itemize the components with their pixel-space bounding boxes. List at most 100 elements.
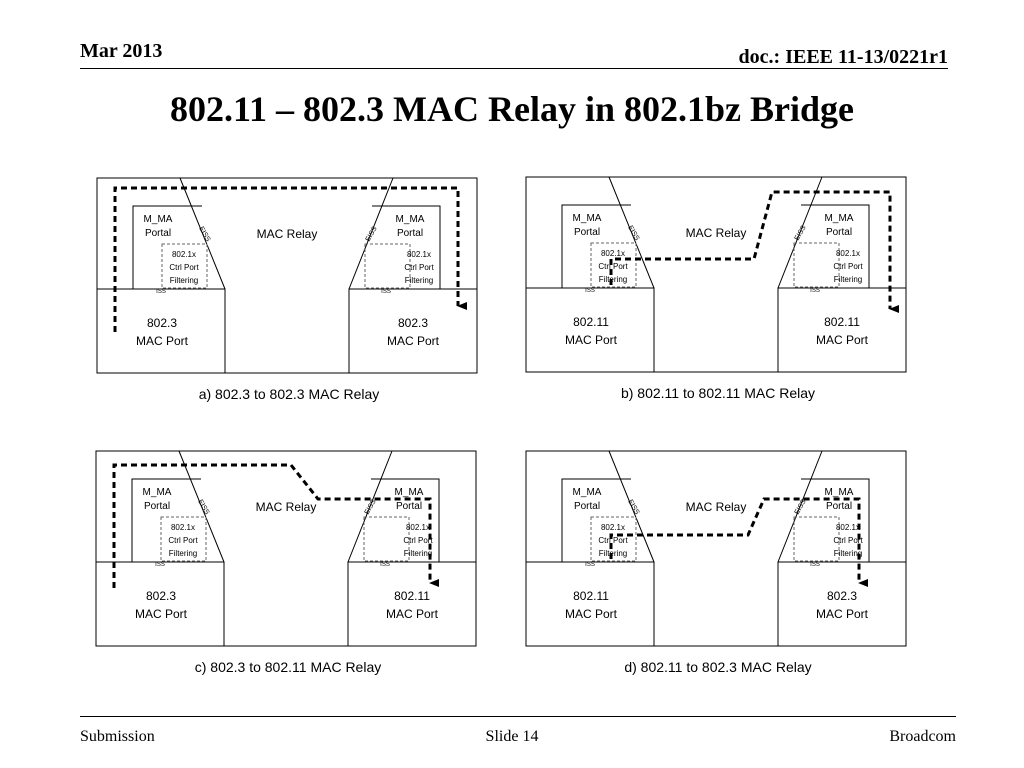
right-filter-label-1: 802.1x [836,523,860,532]
left-filter-box [590,516,637,562]
mac-relay-label: MAC Relay [257,227,318,241]
right-filter-label-1: 802.1x [836,249,860,258]
left-eiss-label: EISS [626,499,640,517]
footer-company: Broadcom [889,728,956,745]
left-iss-label: ISS [156,289,166,295]
left-iss-label: ISS [585,288,595,294]
left-filter-label-3: Filtering [599,549,627,558]
mac-relay-label: MAC Relay [686,500,747,514]
left-portal-box [561,204,631,288]
left-filter-label-2: Ctrl Port [598,262,628,271]
right-filter-label-2: Ctrl Port [404,263,434,272]
bridge-frame [525,450,907,647]
left-port-label-1: 802.11 [573,589,609,603]
header-date: Mar 2013 [80,40,163,62]
right-mac-port-box [777,287,907,373]
bridge-frame [96,177,478,374]
right-iss-label: ISS [810,562,820,568]
footer-slide-number: Slide 14 [485,728,539,745]
data-flow-arrow [113,186,467,332]
left-portal-label-2: Portal [144,501,170,512]
right-port-label-1: 802.3 [827,589,857,603]
left-port-label-2: MAC Port [565,333,618,347]
left-filter-label-1: 802.1x [172,250,196,259]
data-flow-arrow [609,497,868,587]
right-boundary-line [777,176,823,289]
right-filter-label-3: Filtering [405,276,433,285]
header-divider [80,68,948,69]
left-mac-port-box [525,287,655,373]
footer-divider [80,716,956,717]
left-filter-label-1: 802.1x [601,523,625,532]
panel-caption: b) 802.11 to 802.11 MAC Relay [621,385,815,401]
left-boundary-line [178,450,225,563]
right-portal-box [801,204,870,288]
right-eiss-label: EISS [364,498,378,516]
left-portal-label-1: M_MA [144,214,173,225]
mac-relay-label: MAC Relay [686,226,747,240]
bridge-frame [95,450,477,647]
left-portal-box [131,478,201,562]
footer-submission: Submission [80,728,155,745]
right-portal-label-1: M_MA [825,487,854,498]
right-mac-port-box [777,561,907,647]
right-filter-box [793,242,840,288]
bridge-frame [525,176,907,373]
right-mac-port-box [347,561,477,647]
panel-caption: a) 802.3 to 802.3 MAC Relay [199,386,380,402]
left-port-label-1: 802.3 [146,589,176,603]
left-portal-label-1: M_MA [573,213,602,224]
mac-relay-label: MAC Relay [256,500,317,514]
left-filter-label-3: Filtering [169,549,197,558]
left-filter-label-1: 802.1x [171,523,195,532]
left-mac-port-box [95,561,225,647]
right-boundary-line [348,177,394,290]
data-flow-arrow [112,463,439,588]
slide-title: 802.11 – 802.3 MAC Relay in 802.1bz Brid… [170,89,854,129]
left-portal-label-1: M_MA [573,487,602,498]
right-eiss-label: EISS [794,498,808,516]
left-boundary-line [608,450,655,563]
right-filter-label-2: Ctrl Port [833,262,863,271]
left-eiss-label: EISS [626,225,640,243]
right-portal-label-1: M_MA [395,487,424,498]
right-portal-label-2: Portal [397,228,423,239]
left-port-label-2: MAC Port [136,334,189,348]
left-portal-label-2: Portal [574,227,600,238]
left-filter-label-3: Filtering [170,276,198,285]
right-filter-label-3: Filtering [834,275,862,284]
left-iss-label: ISS [585,562,595,568]
left-filter-box [590,242,637,288]
right-portal-box [801,478,870,562]
right-filter-box [364,243,411,289]
left-iss-label: ISS [155,562,165,568]
right-filter-label-2: Ctrl Port [403,536,433,545]
left-filter-box [160,516,207,562]
right-portal-label-1: M_MA [825,213,854,224]
right-filter-label-1: 802.1x [406,523,430,532]
panel-caption: d) 802.11 to 802.3 MAC Relay [624,659,811,675]
right-portal-box [372,205,441,289]
panel-caption: c) 802.3 to 802.11 MAC Relay [195,659,382,675]
right-portal-label-2: Portal [826,227,852,238]
right-port-label-2: MAC Port [816,607,869,621]
left-portal-box [561,478,631,562]
left-mac-port-box [525,561,655,647]
left-portal-label-2: Portal [574,501,600,512]
right-port-label-2: MAC Port [386,607,439,621]
left-eiss-label: EISS [197,226,211,244]
right-port-label-1: 802.3 [398,316,428,330]
right-port-label-1: 802.11 [394,589,430,603]
left-portal-label-2: Portal [145,228,171,239]
left-port-label-1: 802.11 [573,315,609,329]
left-portal-label-1: M_MA [143,487,172,498]
right-filter-label-1: 802.1x [407,250,431,259]
right-port-label-2: MAC Port [387,334,440,348]
right-eiss-label: EISS [794,224,808,242]
left-portal-box [132,205,202,289]
left-filter-label-3: Filtering [599,275,627,284]
right-filter-label-2: Ctrl Port [833,536,863,545]
left-mac-port-box [96,288,226,374]
